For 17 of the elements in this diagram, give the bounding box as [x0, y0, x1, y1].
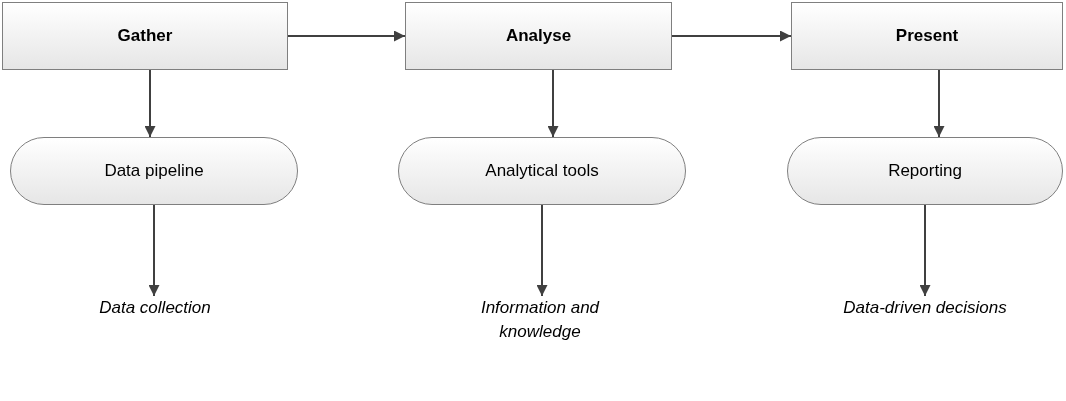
arrow: [671, 30, 792, 42]
arrow: [536, 204, 548, 297]
arrow: [144, 69, 156, 138]
process-box: Present: [791, 2, 1063, 70]
process-box: Analyse: [405, 2, 672, 70]
outcome-text: Data collection: [60, 296, 250, 346]
process-box: Gather: [2, 2, 288, 70]
outcome-text: Data-driven decisions: [830, 296, 1020, 346]
arrow: [148, 204, 160, 297]
arrow: [547, 69, 559, 138]
arrow: [287, 30, 406, 42]
terminal-pill: Data pipeline: [10, 137, 298, 205]
outcome-text: Information and knowledge: [440, 296, 640, 346]
terminal-pill: Analytical tools: [398, 137, 686, 205]
arrow: [919, 204, 931, 297]
terminal-pill: Reporting: [787, 137, 1063, 205]
arrow: [933, 69, 945, 138]
